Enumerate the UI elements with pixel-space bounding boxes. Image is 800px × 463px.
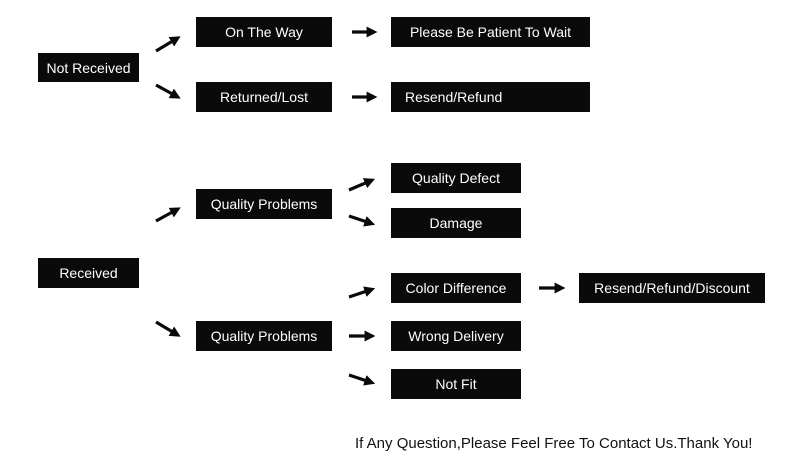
arrow-qp2-to-not-fit (348, 373, 376, 386)
node-quality-problems-2: Quality Problems (196, 321, 332, 351)
arrow-qp2-to-color-difference (348, 286, 376, 299)
arrow-qp1-to-damage (348, 214, 376, 227)
node-not-fit: Not Fit (391, 369, 521, 399)
node-returned-lost: Returned/Lost (196, 82, 332, 112)
node-color-difference: Color Difference (391, 273, 521, 303)
node-resend-refund-discount: Resend/Refund/Discount (579, 273, 765, 303)
node-please-be-patient: Please Be Patient To Wait (391, 17, 590, 47)
arrow-not-received-to-on-the-way (155, 36, 181, 53)
node-resend-refund: Resend/Refund (391, 82, 590, 112)
node-wrong-delivery: Wrong Delivery (391, 321, 521, 351)
arrow-not-received-to-returned-lost (155, 83, 181, 99)
arrow-qp1-to-quality-defect (348, 178, 376, 192)
node-not-received: Not Received (38, 53, 139, 82)
arrow-received-to-quality-problems-1 (155, 207, 181, 223)
arrow-received-to-quality-problems-2 (155, 320, 181, 337)
node-quality-problems-1: Quality Problems (196, 189, 332, 219)
node-quality-defect: Quality Defect (391, 163, 521, 193)
node-on-the-way: On The Way (196, 17, 332, 47)
footer-contact-text: If Any Question,Please Feel Free To Cont… (355, 435, 753, 452)
node-damage: Damage (391, 208, 521, 238)
node-received: Received (38, 258, 139, 288)
